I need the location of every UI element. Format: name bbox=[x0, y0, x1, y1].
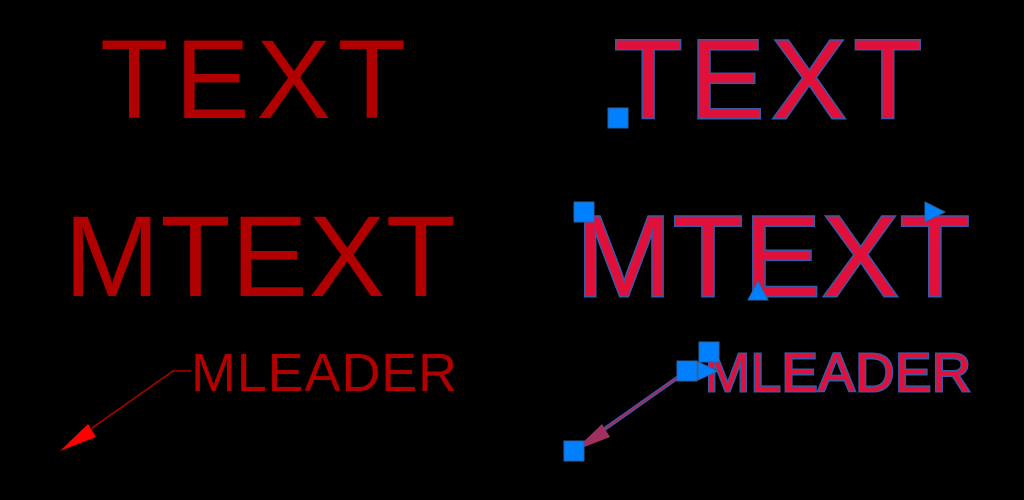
mtext-entity-selected[interactable]: MTEXT bbox=[575, 192, 972, 323]
text-entity-selected[interactable]: TEXT bbox=[613, 16, 924, 144]
mleader-entity-label: MLEADER bbox=[191, 343, 457, 403]
mleader-entity-selected[interactable]: MLEADER bbox=[574, 342, 973, 451]
arrowhead bbox=[60, 424, 96, 451]
selected-entities: TEXT MTEXT MLEADER bbox=[563, 16, 973, 462]
square-grip[interactable] bbox=[676, 360, 698, 382]
square-grip[interactable] bbox=[607, 107, 629, 129]
grips bbox=[563, 107, 947, 462]
unselected-entities: TEXT MTEXT MLEADER bbox=[60, 17, 457, 451]
mleader-entity-label: MLEADER bbox=[705, 343, 971, 403]
square-grip[interactable] bbox=[698, 341, 720, 363]
triangle-right-grip[interactable] bbox=[697, 361, 720, 381]
mleader-entity[interactable]: MLEADER bbox=[60, 343, 457, 451]
square-grip[interactable] bbox=[573, 201, 595, 223]
mtext-entity[interactable]: MTEXT bbox=[64, 193, 456, 321]
triangle-up-grip[interactable] bbox=[747, 279, 769, 301]
square-grip[interactable] bbox=[563, 440, 585, 462]
text-entity[interactable]: TEXT bbox=[100, 17, 406, 142]
leader-line bbox=[91, 370, 191, 429]
triangle-right-grip[interactable] bbox=[924, 201, 947, 223]
